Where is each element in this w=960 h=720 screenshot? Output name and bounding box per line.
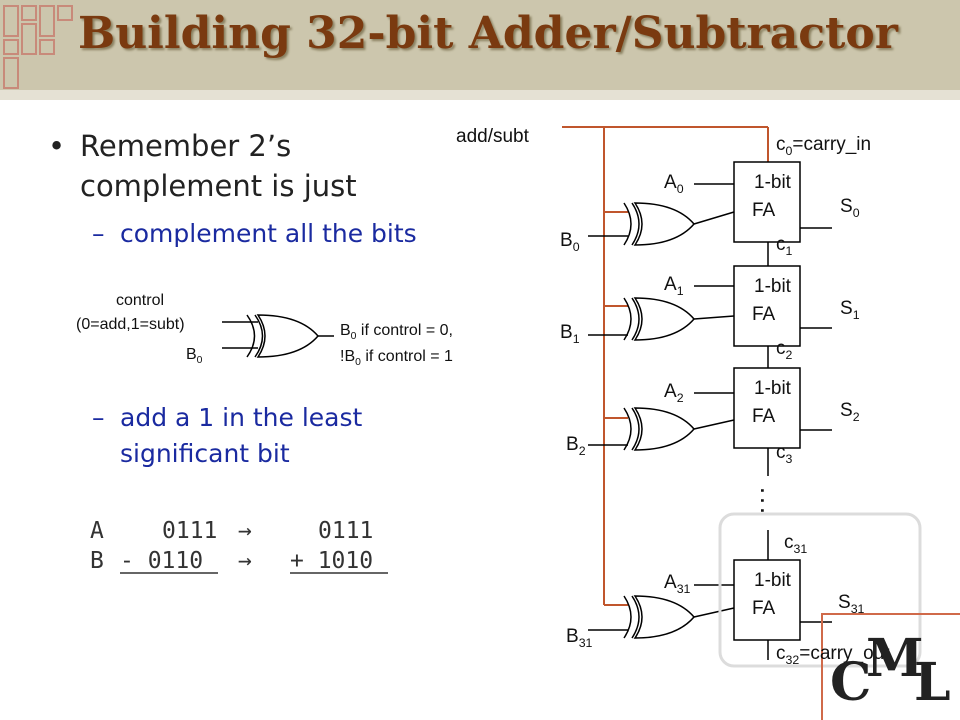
- b-input-wires: [588, 235, 628, 631]
- arith-arrow-2: →: [238, 548, 252, 574]
- fa-1-label-2: FA: [752, 304, 776, 325]
- b31-label: B31: [566, 626, 593, 650]
- fa-2-label-1: 1-bit: [754, 378, 791, 399]
- sub-bullet-1: complement all the bits: [120, 219, 417, 248]
- ellipsis-dots: . . .: [757, 488, 777, 514]
- b1-label: B1: [560, 322, 580, 346]
- arith-b-val: - 0110: [120, 548, 204, 574]
- fa-0-label-1: 1-bit: [754, 172, 791, 193]
- carry-in-label: c0=carry_in: [776, 134, 872, 158]
- arith-a-label: A: [90, 518, 104, 544]
- s0-label: S0: [840, 196, 860, 220]
- control-desc: (0=add,1=subt): [76, 316, 185, 333]
- c3-label: c3: [776, 442, 793, 466]
- c31-label: c31: [784, 532, 808, 556]
- arith-a-res: 0111: [318, 518, 374, 544]
- xor-gates: [623, 202, 735, 639]
- bullet-mark: •: [48, 129, 66, 163]
- sub-bullet-2-line-2: significant bit: [120, 439, 290, 468]
- corner-grid-decoration: [3, 5, 73, 89]
- sub-dash-1: –: [92, 219, 105, 248]
- b0-label: B0: [560, 230, 580, 254]
- bullet-line-2: complement is just: [80, 169, 357, 203]
- a1-label: A1: [664, 274, 684, 298]
- b2-label: B2: [566, 434, 586, 458]
- s1-label: S1: [840, 298, 860, 322]
- xor-b-input: B0: [186, 346, 203, 367]
- s31-label: S31: [838, 592, 865, 616]
- header-bar: [0, 0, 960, 90]
- fa-0-label-2: FA: [752, 200, 776, 221]
- c1-label: c1: [776, 234, 793, 258]
- arith-arrow-1: →: [238, 518, 252, 544]
- a2-label: A2: [664, 381, 684, 405]
- page-title: Building 32-bit Adder/Subtractor: [78, 8, 898, 59]
- add-subt-label: add/subt: [456, 126, 529, 147]
- carry-out-label: c32=carry_out: [776, 643, 890, 667]
- control-label: control: [116, 292, 165, 309]
- add-subt-wires: [562, 126, 769, 606]
- sub-dash-2: –: [92, 403, 105, 432]
- xor-example-gate: [222, 314, 334, 358]
- fa-31-label-1: 1-bit: [754, 570, 791, 591]
- header-band: [0, 90, 960, 100]
- fa-2-label-2: FA: [752, 406, 776, 427]
- sub-bullet-2-line-1: add a 1 in the least: [120, 403, 363, 432]
- xor-out-line-1: B0 if control = 0,: [340, 322, 453, 343]
- fa-31-label-2: FA: [752, 598, 776, 619]
- highlight-box: [718, 512, 922, 668]
- fa-1-label-1: 1-bit: [754, 276, 791, 297]
- arith-a-val: 0111: [162, 518, 218, 544]
- a31-label: A31: [664, 572, 691, 596]
- a0-label: A0: [664, 172, 684, 196]
- circuit-wires: [694, 183, 832, 660]
- arith-b-res: + 1010: [290, 548, 374, 574]
- logo-l: L: [914, 652, 951, 713]
- arith-b-label: B: [90, 548, 104, 574]
- xor-out-line-2: !B0 if control = 1: [340, 348, 453, 369]
- c2-label: c2: [776, 338, 793, 362]
- logo-c: C: [830, 652, 872, 713]
- logo-frame: [821, 613, 960, 720]
- logo-m: M: [866, 628, 924, 689]
- s2-label: S2: [840, 400, 860, 424]
- full-adder-boxes: [733, 161, 801, 641]
- bullet-line-1: Remember 2’s: [80, 129, 292, 163]
